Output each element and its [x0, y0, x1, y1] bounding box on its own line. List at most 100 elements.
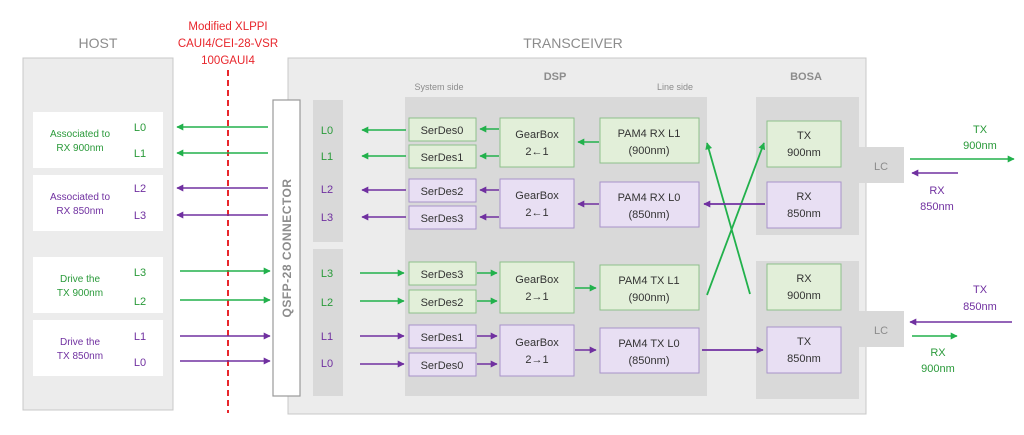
serdes-block — [408, 324, 477, 349]
serdes-block — [408, 289, 477, 314]
module-lane-label: L1 — [321, 151, 333, 163]
bosa-block-label: RX — [796, 191, 812, 203]
qsfp28-connector: QSFP-28 CONNECTOR — [272, 99, 301, 397]
module-lane-label: L2 — [321, 297, 333, 309]
host-group-label-line-2: RX 900nm — [56, 143, 103, 154]
bosa-pam4-arrows — [702, 142, 766, 354]
host-lane-label: L0 — [134, 357, 146, 369]
pam4-to-tx900-arrow — [706, 142, 766, 296]
serdes-label: SerDes2 — [421, 186, 464, 198]
host-group: Associated to RX 850nm L2 L3 — [33, 175, 163, 231]
bosa-block-label: RX — [796, 273, 812, 285]
pam4-block — [599, 327, 700, 374]
host-group-box — [33, 257, 163, 313]
fiber-label: 900nm — [921, 363, 955, 375]
pam4-wavelength: (900nm) — [629, 145, 670, 157]
host-group: Drive the TX 900nm L3 L2 — [33, 257, 163, 313]
host-group-box — [33, 112, 163, 168]
serdes-block — [408, 144, 477, 169]
host-groups: Associated to RX 900nm L0 L1 Associated … — [33, 112, 163, 376]
pam4-label: PAM4 TX L1 — [618, 275, 679, 287]
host-lane-label: L0 — [134, 122, 146, 134]
fiber-label: 850nm — [963, 301, 997, 313]
host-group-box — [33, 320, 163, 376]
serdes-block — [408, 261, 477, 286]
pam4-blocks: PAM4 RX L1 (900nm) PAM4 RX L0 (850nm) PA… — [599, 117, 700, 374]
lc-connector-box — [859, 147, 904, 183]
fiber-label: RX — [929, 185, 945, 197]
gearbox-block — [499, 261, 575, 314]
gearbox-ratio: 2→1 — [525, 291, 548, 303]
pam4-label: PAM4 RX L1 — [618, 128, 681, 140]
lc-connector-upper: LC — [859, 147, 904, 183]
interface-label: Modified XLPPI CAUI4/CEI-28-VSR 100GAUI4 — [178, 21, 278, 67]
lc-connector-label: LC — [874, 325, 888, 337]
bosa-block-label: TX — [797, 130, 812, 142]
host-lane-label: L2 — [134, 296, 146, 308]
gearbox-ratio: 2←1 — [525, 207, 548, 219]
module-lane-label: L3 — [321, 212, 333, 224]
host-group: Associated to RX 900nm L0 L1 — [33, 112, 163, 168]
host-group-label-line-1: Drive the — [60, 337, 100, 348]
pam4-wavelength: (850nm) — [629, 355, 670, 367]
fiber-label: 850nm — [920, 201, 954, 213]
pam4-label: PAM4 RX L0 — [618, 192, 681, 204]
interface-label-line-3: 100GAUI4 — [201, 55, 255, 67]
bosa-block — [766, 181, 842, 229]
fiber-arrows — [909, 155, 1015, 340]
bosa-heading: BOSA — [790, 71, 822, 83]
gearbox-block — [499, 117, 575, 168]
lc-connector-box — [859, 311, 904, 347]
module-lane-strip-lower — [313, 249, 343, 396]
fiber-label: TX — [973, 124, 988, 136]
gearbox-label: GearBox — [515, 274, 559, 286]
bosa-block — [766, 326, 842, 374]
host-lane-label: L2 — [134, 183, 146, 195]
pam4-label: PAM4 TX L0 — [618, 338, 679, 350]
gearbox-block — [499, 178, 575, 229]
pam4-gearbox-arrows — [575, 138, 599, 354]
gearbox-serdes-arrows — [477, 125, 499, 368]
line-side-label: Line side — [657, 82, 693, 92]
bosa-block-wavelength: 900nm — [787, 290, 821, 302]
qsfp28-connector-label: QSFP-28 CONNECTOR — [280, 179, 294, 318]
pam4-wavelength: (900nm) — [629, 292, 670, 304]
bosa-blocks: TX 900nm RX 850nm RX 900nm TX 850nm — [766, 120, 842, 374]
serdes-label: SerDes1 — [421, 332, 464, 344]
rx900-to-pam4-arrow — [705, 142, 751, 295]
fiber-labels: TX 900nm RX 850nm TX 850nm RX 900nm — [920, 124, 997, 375]
fiber-label: RX — [930, 347, 946, 359]
module-lane-strip-upper — [313, 100, 343, 242]
host-lane-label: L3 — [134, 210, 146, 222]
interface-label-line-2: CAUI4/CEI-28-VSR — [178, 38, 278, 50]
fiber-label: 900nm — [963, 140, 997, 152]
gearbox-block — [499, 324, 575, 377]
module-lane-label: L1 — [321, 331, 333, 343]
host-lane-label: L1 — [134, 331, 146, 343]
fiber-label: TX — [973, 284, 988, 296]
host-lane-label: L1 — [134, 148, 146, 160]
lane-serdes-arrows — [360, 126, 406, 368]
lc-connector-lower: LC — [859, 311, 904, 347]
host-lane-label: L3 — [134, 267, 146, 279]
system-side-label: System side — [414, 82, 463, 92]
qsfp28-connector-bar — [272, 99, 301, 397]
module-lanes: L0 L1 L2 L3 L3 L2 L1 L0 — [321, 125, 333, 370]
gearbox-blocks: GearBox 2←1 GearBox 2←1 GearBox 2→1 Gear… — [499, 117, 575, 377]
gearbox-ratio: 2←1 — [525, 146, 548, 158]
serdes-label: SerDes0 — [421, 125, 464, 137]
host-group-label-line-1: Associated to — [50, 192, 110, 203]
serdes-label: SerDes2 — [421, 297, 464, 309]
module-lane-label: L3 — [321, 268, 333, 280]
serdes-blocks: SerDes0 SerDes1 SerDes2 SerDes3 SerDes3 … — [408, 117, 477, 377]
host-group-label-line-2: TX 850nm — [57, 351, 103, 362]
bosa-block-label: TX — [797, 336, 812, 348]
module-lane-label: L0 — [321, 125, 333, 137]
module-lane-label: L0 — [321, 358, 333, 370]
dsp-heading: DSP — [544, 71, 567, 83]
gearbox-label: GearBox — [515, 190, 559, 202]
serdes-label: SerDes1 — [421, 152, 464, 164]
host-group-label-line-1: Drive the — [60, 274, 100, 285]
serdes-block — [408, 117, 477, 142]
